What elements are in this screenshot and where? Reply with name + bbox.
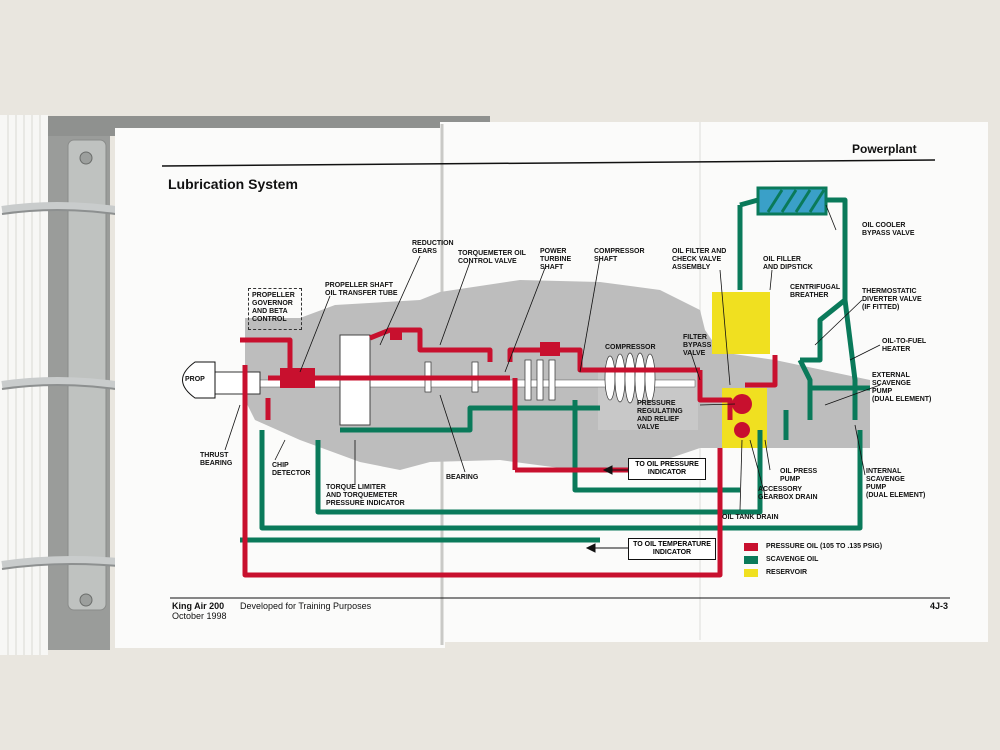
label-power-turbine-shaft: POWER TURBINE SHAFT — [540, 248, 572, 271]
oil-pressure-indicator-box: TO OIL PRESSURE INDICATOR — [628, 458, 706, 480]
prop-hub — [182, 361, 216, 399]
footer-date: October 1998 — [172, 611, 227, 621]
label-prop-shaft-tube: PROPELLER SHAFT OIL TRANSFER TUBE — [325, 282, 398, 297]
label-thermostatic-diverter: THERMOSTATIC DIVERTER VALVE (IF FITTED) — [862, 288, 922, 311]
section-title: Powerplant — [852, 142, 917, 156]
label-centrifugal-breather: CENTRIFUGAL BREATHER — [790, 284, 841, 299]
legend-swatch-reservoir — [744, 569, 758, 577]
label-prop-governor: PROPELLER GOVERNOR AND BETA CONTROL — [252, 292, 295, 323]
header-rule — [161, 159, 936, 167]
legend-label-reservoir: RESERVOIR — [766, 569, 808, 576]
governor-box — [248, 288, 302, 330]
footer-purpose: Developed for Training Purposes — [240, 601, 372, 611]
reservoir — [712, 292, 770, 354]
label-oil-press-pump: OIL PRESS PUMP — [780, 468, 818, 483]
label-bearing: BEARING — [446, 474, 479, 481]
label-compressor-shaft: COMPRESSOR SHAFT — [594, 248, 645, 263]
label-oil-tank-drain: OIL TANK DRAIN — [722, 514, 779, 521]
label-oil-cooler-bypass: OIL COOLER BYPASS VALVE — [862, 222, 915, 237]
legend: PRESSURE OIL (105 TO .135 PSIG) SCAVENGE… — [744, 542, 934, 582]
label-external-scavenge: EXTERNAL SCAVENGE PUMP (DUAL ELEMENT) — [872, 372, 932, 403]
legend-label-pressure: PRESSURE OIL (105 TO .135 PSIG) — [766, 543, 883, 550]
binder-rail — [67, 139, 107, 611]
label-torquemeter-valve: TORQUEMETER OIL CONTROL VALVE — [458, 250, 526, 265]
legend-swatch-pressure — [744, 543, 758, 551]
label-chip-detector: CHIP DETECTOR — [272, 462, 311, 477]
page-title: Lubrication System — [168, 176, 298, 192]
label-filter-bypass: FILTER BYPASS VALVE — [683, 334, 712, 357]
label-oil-filler: OIL FILLER AND DIPSTICK — [763, 256, 813, 271]
legend-label-scavenge: SCAVENGE OIL — [766, 556, 819, 563]
label-pressure-regulating: PRESSURE REGULATING AND RELIEF VALVE — [637, 400, 683, 431]
leader-lines — [224, 204, 881, 511]
label-prop: PROP — [185, 376, 205, 383]
label-reduction-gears: REDUCTION GEARS — [412, 240, 454, 255]
footer-page: 4J-3 — [930, 601, 949, 611]
legend-swatch-scavenge — [744, 556, 758, 564]
footer-aircraft: King Air 200 — [172, 601, 225, 611]
oil-temperature-indicator-box: TO OIL TEMPERATURE INDICATOR — [628, 538, 716, 560]
label-internal-scavenge: INTERNAL SCAVENGE PUMP (DUAL ELEMENT) — [866, 468, 926, 499]
label-accessory-drain: ACCESSORY GEARBOX DRAIN — [758, 486, 818, 501]
oil-cooler — [756, 186, 828, 216]
label-oil-filter-check: OIL FILTER AND CHECK VALVE ASSEMBLY — [672, 248, 727, 271]
label-oil-to-fuel-heater: OIL-TO-FUEL HEATER — [882, 338, 927, 353]
scavenge-lines — [240, 197, 870, 543]
label-thrust-bearing: THRUST BEARING — [200, 452, 233, 467]
label-torque-limiter: TORQUE LIMITER AND TORQUEMETER PRESSURE … — [326, 484, 405, 507]
label-compressor: COMPRESSOR — [605, 344, 656, 351]
